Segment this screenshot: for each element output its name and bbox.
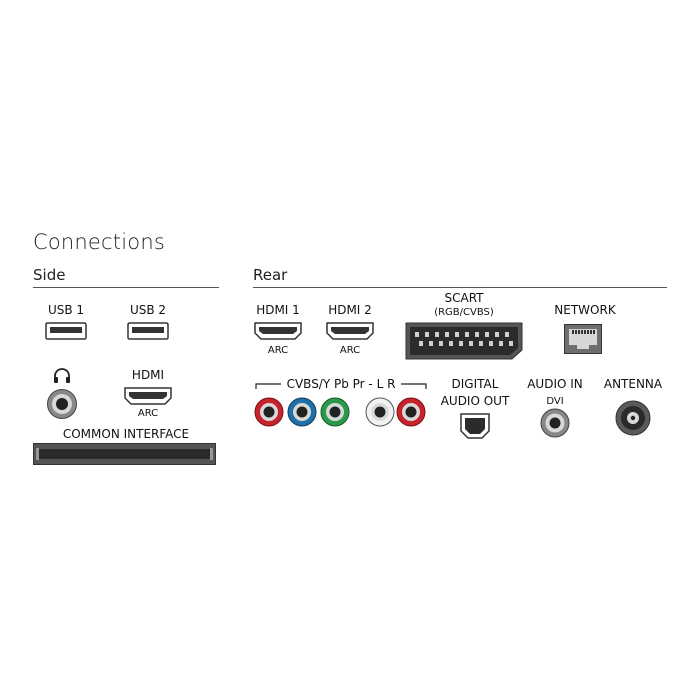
rca-white-icon	[365, 397, 395, 427]
side-hdmi-port-icon	[124, 387, 172, 405]
network-label: NETWORK	[554, 303, 616, 317]
usb1-port-icon	[45, 322, 87, 340]
audio-in-jack-icon	[540, 408, 570, 438]
rca-green-icon	[320, 397, 350, 427]
hdmi1-label: HDMI 1	[256, 303, 300, 317]
antenna-label: ANTENNA	[603, 377, 663, 391]
digital-audio-label-2: AUDIO OUT	[440, 394, 510, 408]
scart-sub: (RGB/CVBS)	[434, 307, 494, 318]
side-hdmi-sub: ARC	[137, 408, 159, 419]
rca-blue-icon	[287, 397, 317, 427]
component-label: CVBS/Y Pb Pr - L R	[286, 377, 396, 391]
usb2-label: USB 2	[129, 303, 167, 317]
rca-red-icon	[254, 397, 284, 427]
rca-red-right-icon	[396, 397, 426, 427]
usb2-port-icon	[127, 322, 169, 340]
usb1-label: USB 1	[47, 303, 85, 317]
audio-in-label: AUDIO IN	[527, 377, 583, 391]
hdmi1-sub: ARC	[267, 345, 289, 356]
side-divider	[33, 287, 219, 288]
scart-port-icon	[405, 322, 523, 360]
headphone-jack-icon	[47, 389, 77, 419]
audio-in-sub: DVI	[546, 396, 564, 407]
hdmi2-label: HDMI 2	[328, 303, 372, 317]
side-heading: Side	[33, 266, 66, 284]
common-interface-slot-icon	[33, 443, 216, 465]
coax-port-icon	[615, 400, 651, 436]
rear-divider	[253, 287, 667, 288]
optical-port-icon	[460, 413, 490, 439]
hdmi1-port-icon	[254, 322, 302, 340]
component-bracket	[255, 383, 427, 389]
ethernet-port-icon	[564, 324, 602, 354]
digital-audio-label-1: DIGITAL	[451, 377, 499, 391]
scart-label: SCART	[444, 291, 484, 305]
common-interface-label: COMMON INTERFACE	[62, 427, 190, 441]
side-hdmi-label: HDMI	[131, 368, 165, 382]
headphone-icon	[54, 368, 70, 383]
page-title: Connections	[33, 230, 165, 254]
hdmi2-sub: ARC	[339, 345, 361, 356]
hdmi2-port-icon	[326, 322, 374, 340]
rear-heading: Rear	[253, 266, 288, 284]
